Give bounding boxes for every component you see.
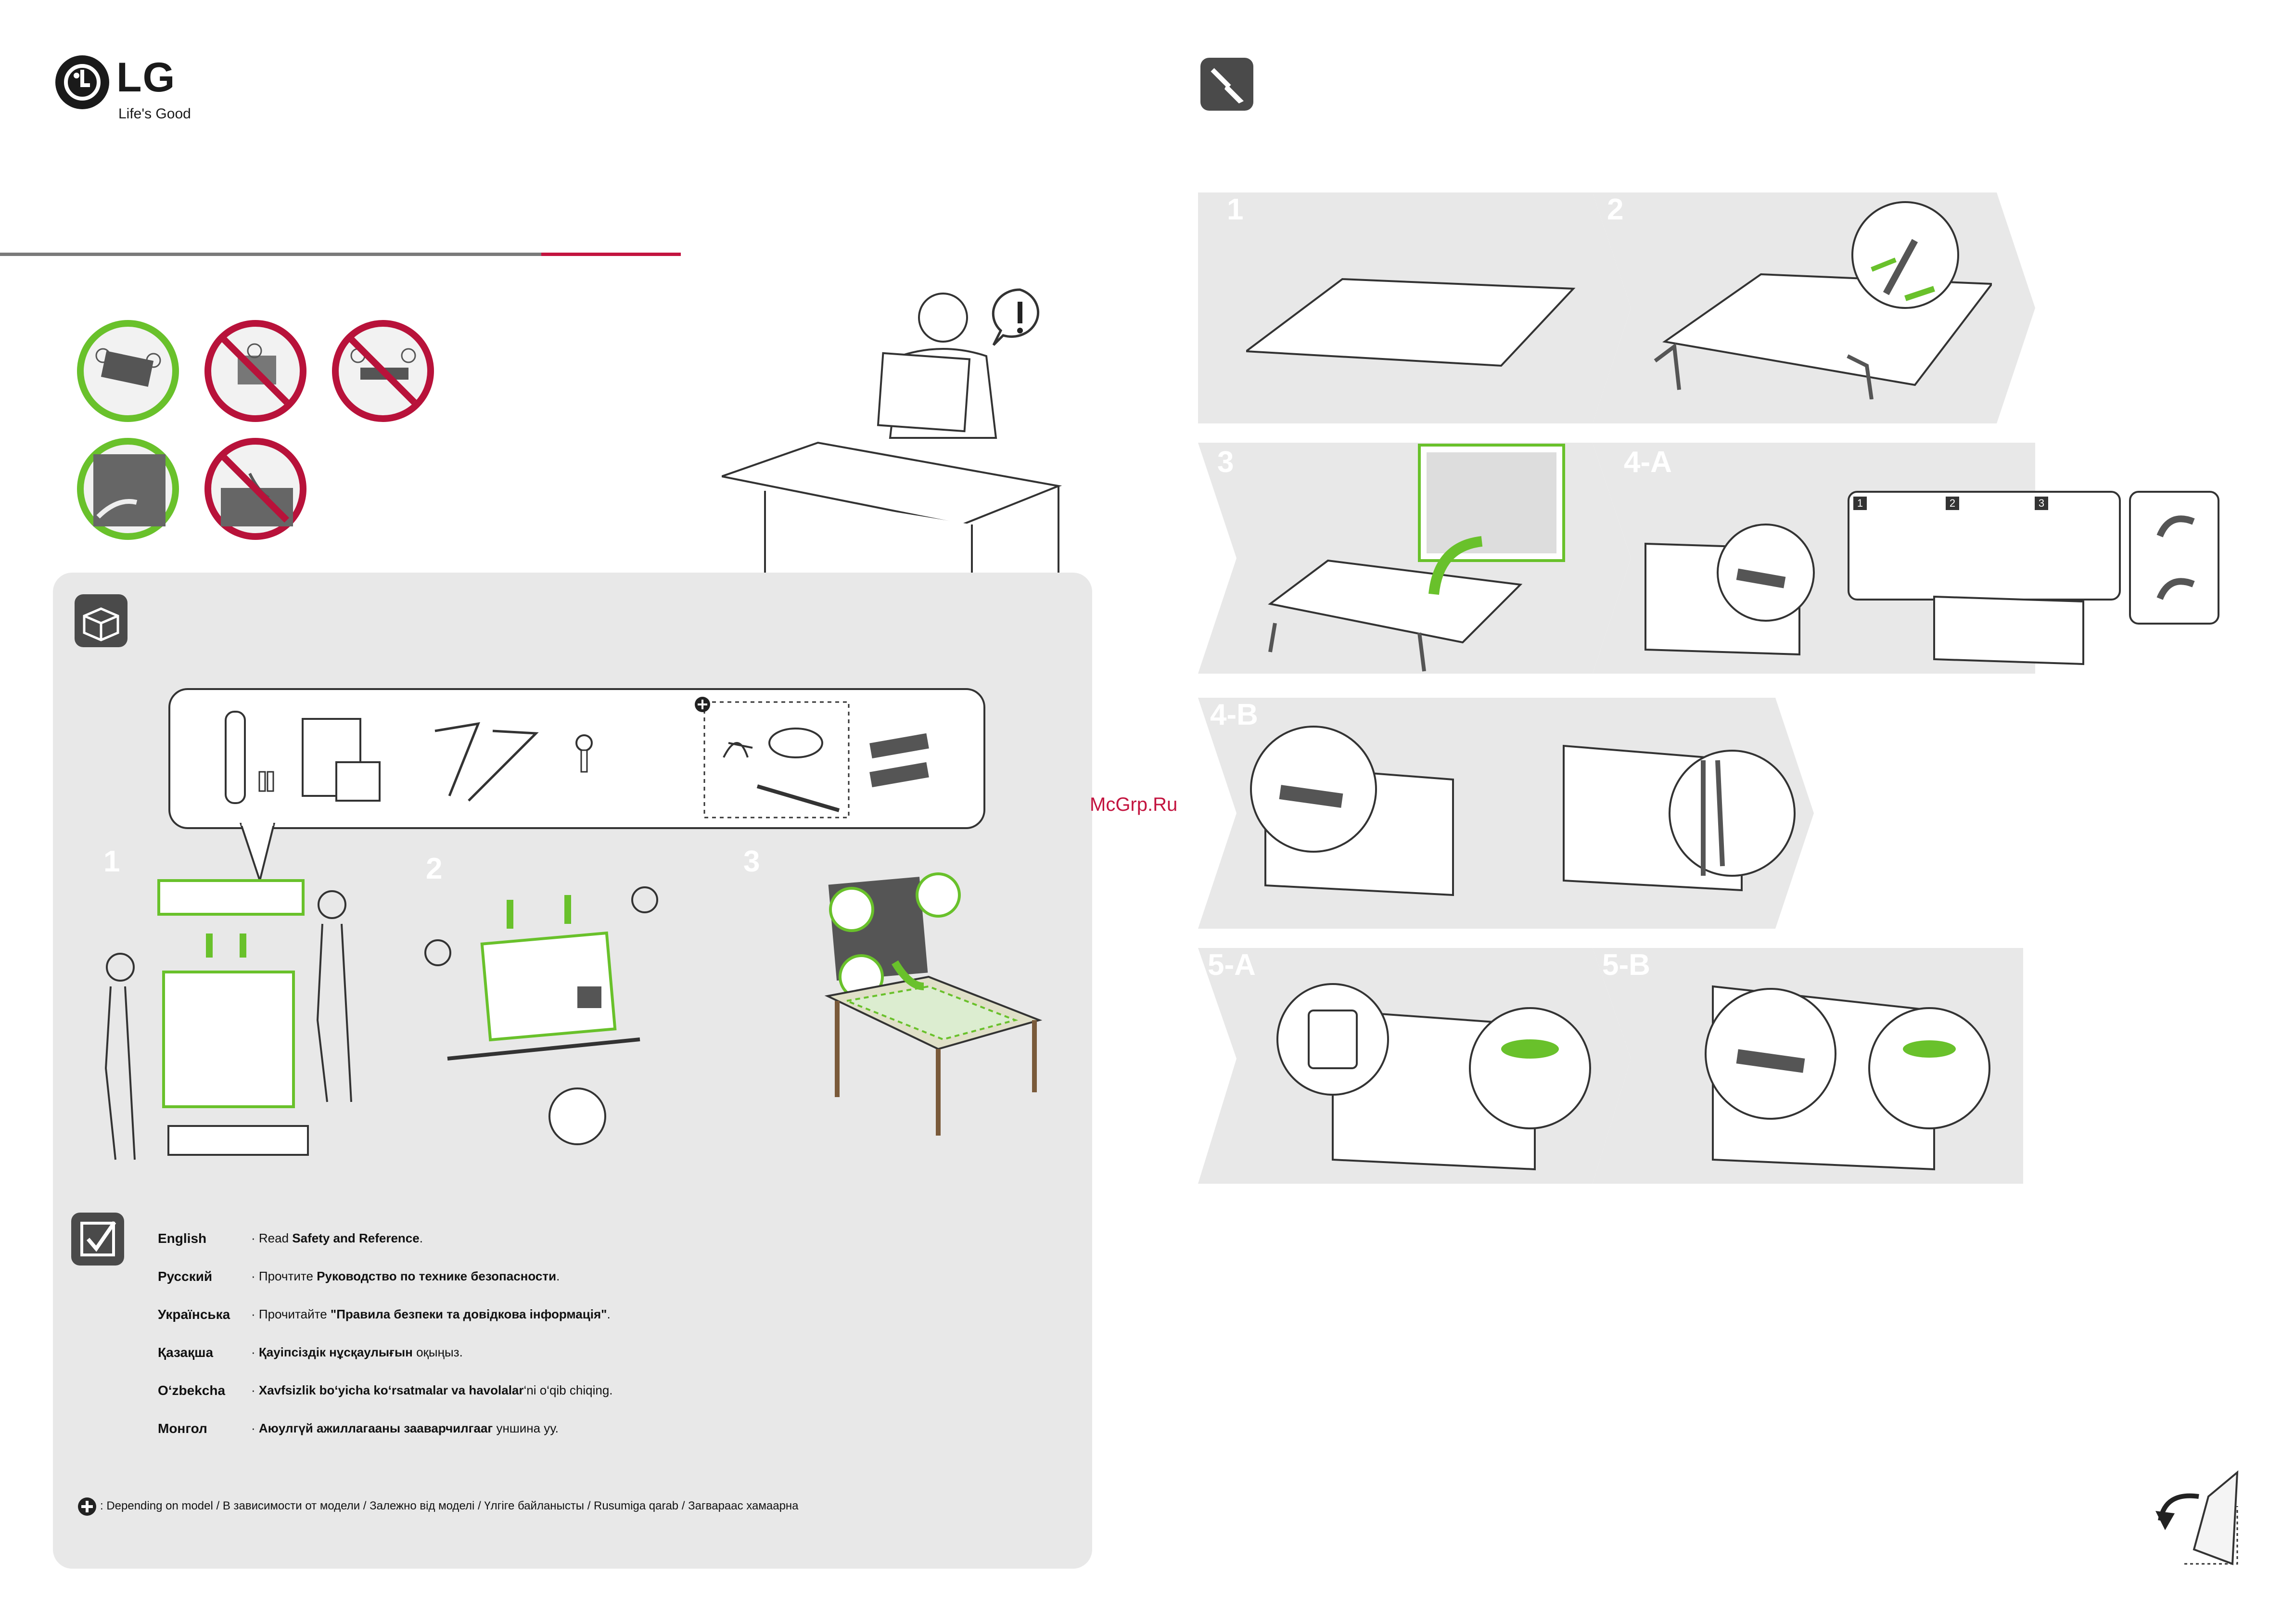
safety-row-post: . <box>419 1231 423 1245</box>
safety-row-bold: "Правила безпеки та довідкова інформація… <box>330 1307 607 1321</box>
inset-step-2: 2 <box>1946 497 1959 510</box>
safety-row-post: оқыңыз. <box>412 1345 463 1359</box>
assembly-step-5b-number: 5-B <box>1602 948 1650 982</box>
assembly-step-2-illustration <box>1645 197 1994 402</box>
safety-row-post: уншина уу. <box>493 1421 559 1435</box>
safety-row-text-3: · Қауіпсіздік нұсқаулығын оқыңыз. <box>251 1345 463 1359</box>
correct-grip-illustration <box>77 438 179 540</box>
safety-row-pre: Прочтите <box>258 1269 317 1283</box>
watermark: McGrp.Ru <box>1090 794 1178 815</box>
unpack-step-3-illustration <box>765 866 1054 1138</box>
unpack-step-2-number: 2 <box>426 852 443 885</box>
unpack-step-1-illustration <box>91 876 361 1176</box>
safety-row-lang: Қазақша <box>158 1345 214 1360</box>
safety-row-2: Українська <box>158 1307 230 1322</box>
safety-row-5: Монгол <box>158 1421 207 1436</box>
incorrect-grip-illustration <box>204 438 306 540</box>
plus-icon <box>77 1496 97 1519</box>
warning-icon <box>989 285 1051 350</box>
assembly-step-1-number: 1 <box>1227 193 1244 226</box>
page-turn-icon <box>2155 1468 2242 1576</box>
safety-row-text-4: · Xavfsizlik bo‘yicha ko‘rsatmalar va ha… <box>251 1383 613 1397</box>
safety-row-post: . <box>556 1269 560 1283</box>
safety-row-lang: Українська <box>158 1307 230 1322</box>
screwdriver-icon <box>1200 58 1253 111</box>
box-icon <box>75 594 128 647</box>
assembly-step-3-illustration <box>1261 440 1588 683</box>
assembly-step-3-number: 3 <box>1217 446 1234 479</box>
correct-carry-illustration <box>77 320 179 422</box>
assembly-step-4a-tv-rear <box>1929 592 2122 681</box>
assembly-step-5a-illustration <box>1265 982 1612 1186</box>
assembly-step-4b-illustration-2 <box>1559 741 1799 926</box>
unpack-step-1-number: 1 <box>103 845 120 878</box>
safety-row-text-5: · Аюулгүй ажиллагааны зааварчилгааг унши… <box>251 1421 559 1435</box>
safety-row-pre: Прочитайте <box>258 1307 331 1321</box>
safety-row-post: ‘ni o‘qib chiqing. <box>523 1383 613 1397</box>
safety-row-0: English <box>158 1231 446 1246</box>
inset-step-3: 3 <box>2035 497 2048 510</box>
safety-row-bold: Аюулгүй ажиллагааны зааварчилгааг <box>258 1421 493 1435</box>
plus-icon <box>694 696 711 716</box>
lg-logo-icon <box>55 55 109 109</box>
incorrect-carry-illustration-1 <box>204 320 306 422</box>
inset-step-1: 1 <box>1853 497 1867 510</box>
unpack-step-3-number: 3 <box>743 845 760 878</box>
safety-row-3: Қазақша <box>158 1345 213 1360</box>
lock-unlock-inset <box>2129 491 2219 625</box>
safety-row-bold: Safety and Reference <box>292 1231 420 1245</box>
brand-tagline: Life's Good <box>118 106 191 122</box>
safety-row-text-0: · Read Safety and Reference. <box>251 1231 423 1245</box>
safety-row-1: Русский <box>158 1269 212 1284</box>
footnote: : Depending on model / В зависимости от … <box>100 1499 799 1512</box>
assembly-step-4b-number: 4-B <box>1210 698 1258 731</box>
assembly-step-5a-number: 5-A <box>1208 948 1256 982</box>
safety-row-bold: Руководство по технике безопасности <box>317 1269 557 1283</box>
safety-row-text-1: · Прочтите Руководство по технике безопа… <box>251 1269 560 1283</box>
assembly-step-1-illustration <box>1243 269 1583 378</box>
assembly-step-4a-inset: 1 2 3 <box>1848 491 2121 601</box>
safety-row-bold: Xavfsizlik bo‘yicha ko‘rsatmalar va havo… <box>258 1383 524 1397</box>
brand-name: LG <box>116 54 176 101</box>
safety-row-pre: Read <box>258 1231 293 1245</box>
divider-red <box>541 253 681 256</box>
assembly-step-2-number: 2 <box>1607 193 1624 226</box>
safety-row-bold: Қауіпсіздік нұсқаулығын <box>258 1345 413 1359</box>
unpack-step-2-illustration <box>414 876 683 1148</box>
checklist-icon <box>71 1213 124 1266</box>
assembly-step-5b-illustration <box>1665 982 2011 1186</box>
safety-row-lang: O‘zbekcha <box>158 1383 226 1398</box>
safety-row-post: . <box>607 1307 611 1321</box>
assembly-step-4a-illustration <box>1641 520 1843 681</box>
incorrect-carry-illustration-2 <box>332 320 434 422</box>
safety-row-lang: Русский <box>158 1269 213 1284</box>
safety-row-4: O‘zbekcha <box>158 1383 225 1398</box>
safety-row-lang: English <box>158 1231 207 1246</box>
bubble-tail <box>239 823 276 884</box>
assembly-step-4b-illustration-1 <box>1246 722 1467 907</box>
safety-row-text-2: · Прочитайте "Правила безпеки та довідко… <box>251 1307 611 1321</box>
accessories-bubble <box>168 688 985 829</box>
assembly-step-4a-number: 4-A <box>1624 446 1672 479</box>
safety-row-lang: Монгол <box>158 1421 207 1436</box>
divider-grey <box>0 253 541 256</box>
